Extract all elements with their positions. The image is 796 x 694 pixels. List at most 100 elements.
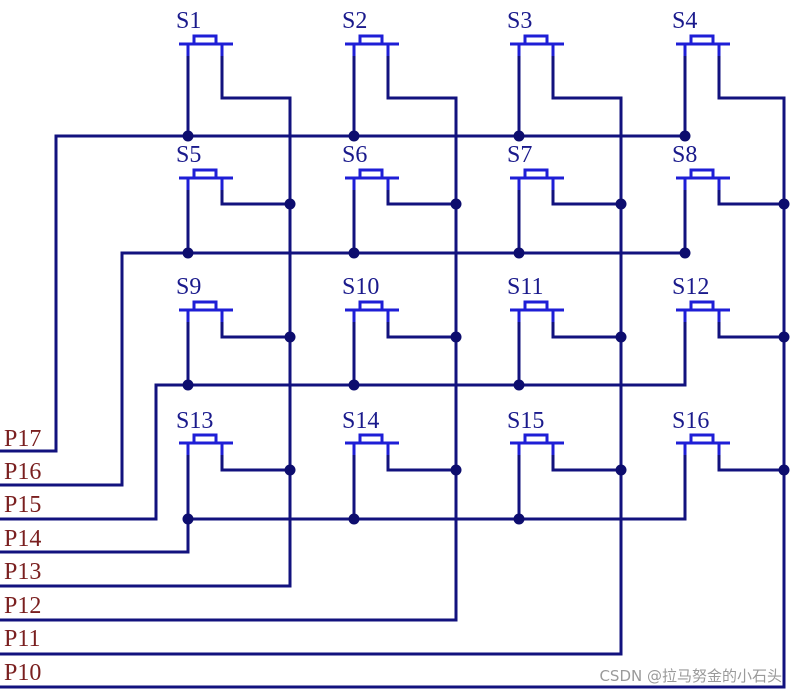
switch-button-cap xyxy=(192,433,218,445)
switch-label-s4: S4 xyxy=(672,8,697,34)
switches xyxy=(179,34,730,455)
switch-button-cap xyxy=(192,300,218,312)
junction-dot xyxy=(182,130,194,142)
junction-dot xyxy=(679,130,691,142)
switch-symbol-s8 xyxy=(676,168,730,190)
port-label-p16: P16 xyxy=(4,459,41,485)
col4-top-stub xyxy=(717,52,786,100)
port-label-p13: P13 xyxy=(4,559,41,585)
col2-row3-stub xyxy=(386,318,458,339)
switch-button-cap xyxy=(523,168,549,180)
switch-button-cap xyxy=(689,300,715,312)
junction-dot xyxy=(615,464,627,476)
junction-dot xyxy=(284,464,296,476)
junction-dot xyxy=(450,198,462,210)
row2-left-pin-wires xyxy=(186,186,687,255)
switch-label-s2: S2 xyxy=(342,8,367,34)
port-label-p15: P15 xyxy=(4,492,41,518)
junction-dot xyxy=(450,464,462,476)
switch-button-cap xyxy=(523,433,549,445)
wires xyxy=(0,52,786,689)
switch-label-s10: S10 xyxy=(342,274,379,300)
col1-row3-stub xyxy=(220,318,292,339)
switch-button-cap xyxy=(358,34,384,46)
junction-dot xyxy=(679,247,691,259)
junction-dot xyxy=(513,379,525,391)
junction-dot xyxy=(778,331,790,343)
switch-label-s15: S15 xyxy=(507,408,544,434)
junction-dot xyxy=(450,331,462,343)
switch-symbol-s6 xyxy=(345,168,399,190)
junction-dot xyxy=(615,331,627,343)
switch-symbol-s13 xyxy=(179,433,233,455)
row1-left-pin-wires xyxy=(186,52,687,138)
switch-label-s8: S8 xyxy=(672,142,697,168)
row1-bus-to-p17 xyxy=(0,134,687,453)
switch-button-cap xyxy=(358,168,384,180)
col2-row2-stub xyxy=(386,186,458,206)
switch-button-cap xyxy=(523,300,549,312)
switch-symbol-s11 xyxy=(510,300,564,322)
col3-top-stub xyxy=(551,52,623,100)
switch-button-cap xyxy=(358,300,384,312)
switch-symbol-s16 xyxy=(676,433,730,455)
junction-dot xyxy=(182,513,194,525)
switch-label-s12: S12 xyxy=(672,274,709,300)
col4-vertical-bus xyxy=(0,96,786,689)
port-label-p11: P11 xyxy=(4,626,40,652)
junction-dot xyxy=(348,513,360,525)
watermark: CSDN @拉马努金的小石头 xyxy=(599,667,782,685)
switch-symbol-s14 xyxy=(345,433,399,455)
switch-symbol-s4 xyxy=(676,34,730,56)
port-label-p14: P14 xyxy=(4,526,41,552)
col1-vertical-bus xyxy=(0,96,292,588)
switch-symbol-s9 xyxy=(179,300,233,322)
junction-dot xyxy=(513,247,525,259)
switch-symbol-s15 xyxy=(510,433,564,455)
junction-dot xyxy=(513,130,525,142)
col1-top-stub xyxy=(220,52,292,100)
switch-symbol-s5 xyxy=(179,168,233,190)
switch-symbol-s2 xyxy=(345,34,399,56)
junction-dot xyxy=(182,379,194,391)
junction-dot xyxy=(284,331,296,343)
switch-symbol-s1 xyxy=(179,34,233,56)
row4-left-pin-wires xyxy=(0,451,687,554)
switch-symbol-s10 xyxy=(345,300,399,322)
switch-button-cap xyxy=(689,34,715,46)
col2-top-stub xyxy=(386,52,458,100)
switch-label-s7: S7 xyxy=(507,142,532,168)
col3-row3-stub xyxy=(551,318,623,339)
col3-vertical-bus xyxy=(0,96,623,656)
row3-left-pin-wires xyxy=(186,318,687,387)
col3-row4-stub xyxy=(551,451,623,472)
col3-row2-stub xyxy=(551,186,623,206)
switch-button-cap xyxy=(192,168,218,180)
row3-bus-to-p15 xyxy=(0,383,687,521)
switch-label-s1: S1 xyxy=(176,8,201,34)
col2-vertical-bus xyxy=(0,96,458,622)
switch-button-cap xyxy=(689,168,715,180)
row2-bus-to-p16 xyxy=(0,251,687,487)
junction-dot xyxy=(348,247,360,259)
switch-label-s5: S5 xyxy=(176,142,201,168)
switch-label-s9: S9 xyxy=(176,274,201,300)
col1-row4-stub xyxy=(220,451,292,472)
switch-label-s16: S16 xyxy=(672,408,709,434)
junction-dot xyxy=(284,198,296,210)
port-label-p17: P17 xyxy=(4,426,41,452)
col4-row3-stub xyxy=(717,318,786,339)
col2-row4-stub xyxy=(386,451,458,472)
switch-button-cap xyxy=(192,34,218,46)
junction-dot xyxy=(778,464,790,476)
switch-symbol-s12 xyxy=(676,300,730,322)
junction-dot xyxy=(182,247,194,259)
switch-symbol-s7 xyxy=(510,168,564,190)
switch-button-cap xyxy=(358,433,384,445)
col4-row2-stub xyxy=(717,186,786,206)
junction-dot xyxy=(778,198,790,210)
switch-button-cap xyxy=(523,34,549,46)
junction-dot xyxy=(615,198,627,210)
